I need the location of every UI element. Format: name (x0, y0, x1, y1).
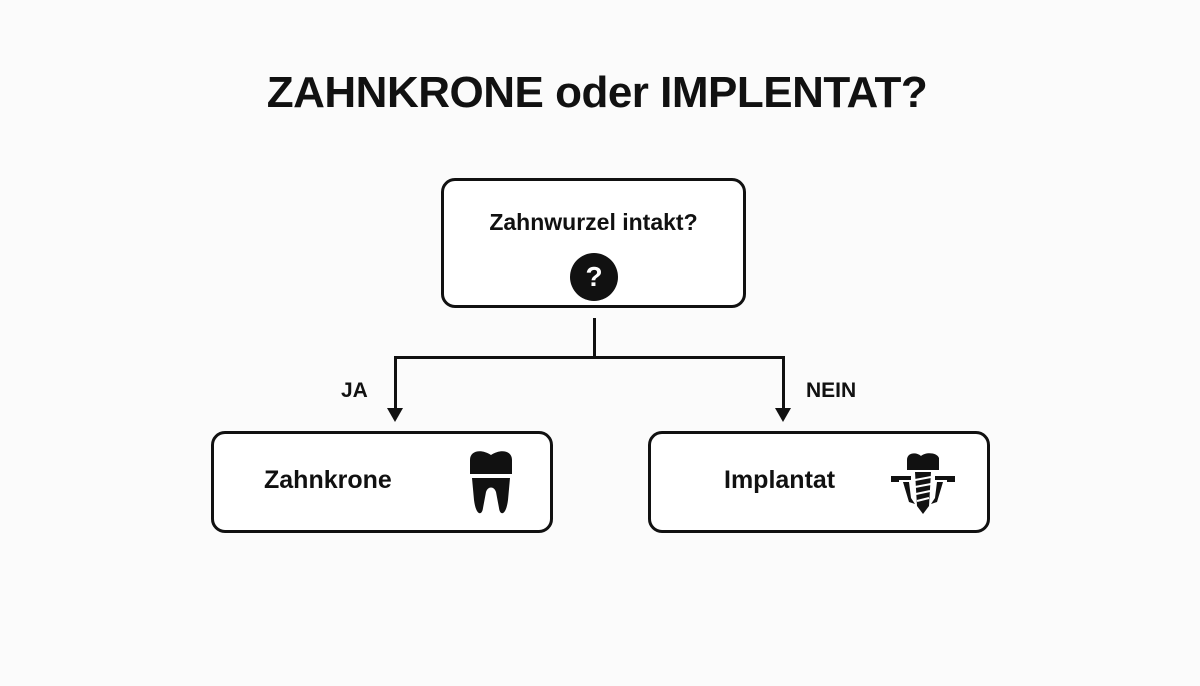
arrow-down-icon (387, 408, 403, 422)
connector-left-drop (394, 356, 397, 410)
branch-label-yes: JA (341, 379, 368, 402)
connector-horizontal (394, 356, 785, 359)
tooth-icon (470, 451, 512, 514)
branch-label-no: NEIN (806, 379, 857, 402)
question-node: Zahnwurzel intakt? ? (441, 178, 746, 308)
arrow-down-icon (775, 408, 791, 422)
dental-implant-icon (891, 453, 955, 514)
result-node-crown: Zahnkrone (211, 431, 553, 533)
result-node-implant: Implantat (648, 431, 990, 533)
question-text: Zahnwurzel intakt? (489, 209, 698, 235)
result-text: Implantat (724, 466, 836, 494)
question-mark-icon: ? (570, 253, 618, 301)
diagram-title: ZAHNKRONE oder IMPLENTAT? (266, 68, 928, 117)
result-text: Zahnkrone (264, 466, 392, 494)
connector-stem (593, 318, 596, 358)
connector-right-drop (782, 356, 785, 410)
